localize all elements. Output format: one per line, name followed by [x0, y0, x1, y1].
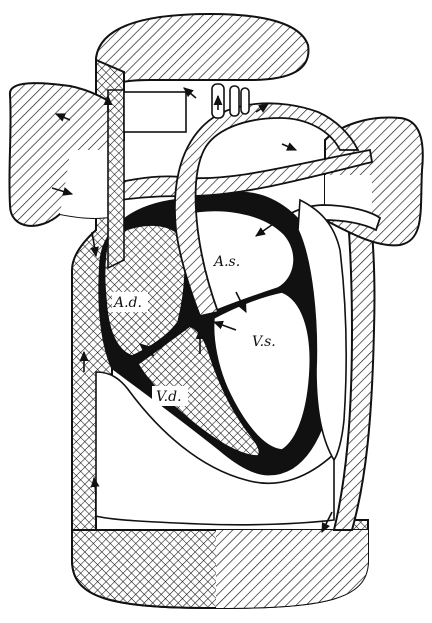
- label-right-ventricle: V.d.: [156, 389, 182, 405]
- label-right-atrium: A.d.: [112, 295, 142, 311]
- lower-body-arterial-half: [216, 530, 368, 608]
- arrow-lung-right-out: [282, 144, 296, 150]
- head-artery-3: [241, 88, 249, 114]
- label-right-ventricle-group: V.d.: [152, 386, 188, 406]
- label-left-ventricle: V.s.: [252, 334, 276, 350]
- label-left-ventricle-group: V.s.: [252, 334, 276, 350]
- label-left-atrium-group: A.s.: [212, 254, 240, 270]
- head-artery-2: [230, 86, 239, 116]
- superior-vena-cava: [108, 90, 124, 268]
- inner-body-gap-left: [124, 92, 186, 132]
- label-left-atrium: A.s.: [212, 254, 240, 270]
- label-right-atrium-group: A.d.: [112, 292, 148, 312]
